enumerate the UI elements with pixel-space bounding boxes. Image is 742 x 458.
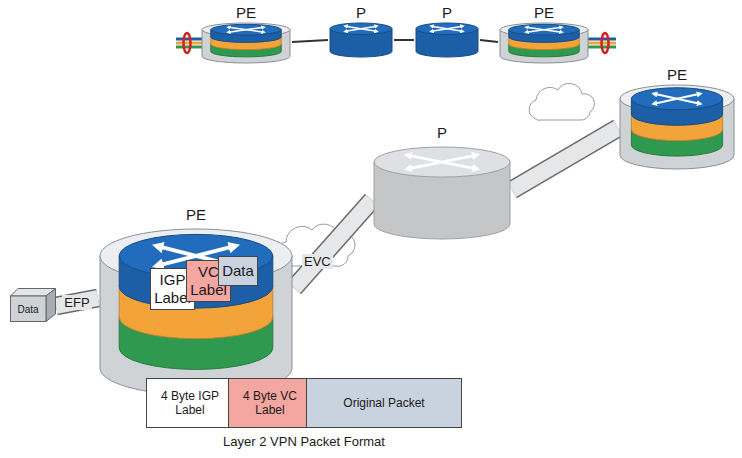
figure-caption: Layer 2 VPN Packet Format xyxy=(146,434,462,449)
packet-field: Original Packet xyxy=(306,378,462,428)
router: PE xyxy=(200,4,292,64)
link-line xyxy=(394,40,414,41)
router-label: P xyxy=(372,124,512,142)
virtual-circuit-pipe xyxy=(294,200,372,288)
link-line xyxy=(292,40,328,42)
router: P xyxy=(414,4,480,58)
frame-label: Data xyxy=(17,304,38,315)
packet-field: 4 Byte VC Label xyxy=(228,378,312,428)
router-label: PE xyxy=(618,66,736,84)
router-icon xyxy=(498,22,590,64)
router-label: P xyxy=(328,4,394,22)
field-label: Original Packet xyxy=(343,396,424,410)
router: PEIGP LabelVC LabelData xyxy=(98,206,294,396)
router-icon xyxy=(200,22,292,64)
router-label: PE xyxy=(200,4,292,22)
circuit-label: EFP xyxy=(62,295,91,310)
router-icon xyxy=(414,22,480,58)
router-icon xyxy=(328,22,394,58)
router-icon xyxy=(372,146,512,240)
router-label: PE xyxy=(498,4,590,22)
link-line xyxy=(480,40,498,42)
field-label: 4 Byte VC Label xyxy=(229,389,311,417)
field-label: Data xyxy=(222,262,254,280)
packet-field: Data xyxy=(218,256,258,286)
router-label: PE xyxy=(98,206,294,224)
field-label: 4 Byte IGP Label xyxy=(147,389,233,417)
data-frame: Data xyxy=(10,288,56,322)
router: PE xyxy=(498,4,590,64)
cloud xyxy=(529,84,594,121)
router-icon xyxy=(618,84,736,170)
virtual-circuit-pipe xyxy=(512,128,618,190)
router: PE xyxy=(618,66,736,170)
circuit-label: EVC xyxy=(302,254,333,269)
router-label: P xyxy=(414,4,480,22)
router-icon xyxy=(98,228,294,396)
router: P xyxy=(328,4,394,58)
packet-field: 4 Byte IGP Label xyxy=(146,378,234,428)
router: P xyxy=(372,124,512,240)
